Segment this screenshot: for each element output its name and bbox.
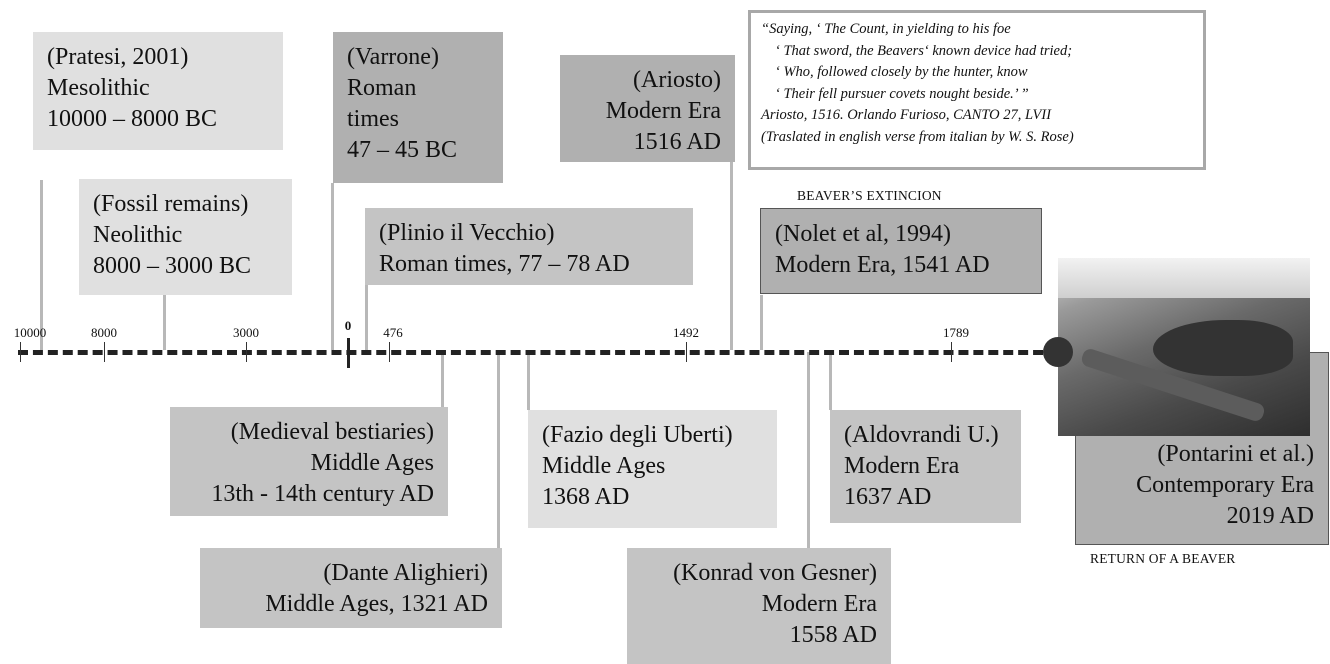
- connector-fazio: [527, 352, 530, 410]
- event-source: (Ariosto): [633, 67, 721, 93]
- connector-dante: [497, 352, 500, 548]
- connector-aldovrandi: [829, 352, 832, 410]
- event-date: 8000 – 3000 BC: [93, 253, 252, 279]
- event-aldovrandi: (Aldovrandi U.) Modern Era 1637 AD: [830, 410, 1021, 523]
- event-era: Modern Era: [605, 98, 721, 124]
- event-fazio: (Fazio degli Uberti) Middle Ages 1368 AD: [528, 410, 777, 528]
- tick-label-476: 476: [383, 325, 403, 340]
- event-source: (Konrad von Gesner): [673, 560, 877, 586]
- event-date: 10000 – 8000 BC: [47, 106, 218, 132]
- connector-nolet: [760, 295, 763, 350]
- tick-mark-10000: [20, 342, 21, 362]
- caption-beaver-extinction: BEAVER’S EXTINCION: [797, 188, 942, 203]
- event-era: Middle Ages: [310, 450, 434, 476]
- event-date: 1516 AD: [633, 129, 721, 155]
- event-source: (Aldovrandi U.): [844, 422, 999, 448]
- event-date: 1368 AD: [542, 484, 630, 510]
- event-era-date: Roman times, 77 – 78 AD: [379, 251, 630, 277]
- event-source: (Fazio degli Uberti): [542, 422, 733, 448]
- event-era: Contemporary Era: [1136, 472, 1314, 498]
- timeline-end-dot: [1043, 337, 1073, 367]
- event-fossil: (Fossil remains) Neolithic 8000 – 3000 B…: [79, 179, 292, 295]
- event-source: (Fossil remains): [93, 191, 249, 217]
- event-era-date: Middle Ages, 1321 AD: [265, 591, 488, 617]
- event-varrone: (Varrone) Roman times 47 – 45 BC: [333, 32, 503, 183]
- tick-mark-1492: [686, 342, 687, 362]
- event-date: 47 – 45 BC: [347, 137, 458, 163]
- event-era-date: Modern Era, 1541 AD: [775, 252, 990, 278]
- ariosto-quote-box: “Saying, ‘ The Count, in yielding to his…: [748, 10, 1206, 170]
- event-era: Mesolithic: [47, 75, 150, 101]
- event-pratesi: (Pratesi, 2001) Mesolithic 10000 – 8000 …: [33, 32, 283, 150]
- event-source: (Varrone): [347, 44, 439, 70]
- connector-ariosto: [730, 162, 733, 350]
- event-era-line1: Roman: [347, 75, 417, 101]
- connector-gesner: [807, 352, 810, 548]
- event-era: Modern Era: [844, 453, 960, 479]
- tick-label-0: 0: [344, 318, 352, 333]
- tick-label-3000: 3000: [233, 325, 259, 340]
- event-plinio: (Plinio il Vecchio) Roman times, 77 – 78…: [365, 208, 693, 285]
- event-medieval: (Medieval bestiaries) Middle Ages 13th -…: [170, 407, 448, 516]
- event-source: (Pontarini et al.): [1157, 441, 1314, 467]
- event-dante: (Dante Alighieri) Middle Ages, 1321 AD: [200, 548, 502, 628]
- event-source: (Medieval bestiaries): [230, 419, 434, 445]
- photo-beaver: [1153, 320, 1293, 376]
- event-ariosto: (Ariosto) Modern Era 1516 AD: [560, 55, 735, 162]
- timeline-axis: [18, 350, 1058, 355]
- tick-mark-3000: [246, 342, 247, 362]
- quote-translation-note: (Traslated in english verse from italian…: [761, 128, 1074, 145]
- event-era: Middle Ages: [542, 453, 666, 479]
- tick-mark-1789: [951, 342, 952, 362]
- connector-varrone: [331, 183, 334, 350]
- quote-citation: Ariosto, 1516. Orlando Furioso, CANTO 27…: [761, 107, 1052, 123]
- tick-mark-476: [389, 342, 390, 362]
- zero-tick-mark: [347, 338, 350, 368]
- event-source: (Plinio il Vecchio): [379, 220, 555, 246]
- photo-snow-area: [1058, 258, 1310, 298]
- connector-plinio: [365, 285, 368, 350]
- event-date: 2019 AD: [1226, 503, 1314, 529]
- connector-medieval: [441, 352, 444, 410]
- event-nolet: (Nolet et al, 1994) Modern Era, 1541 AD: [760, 208, 1042, 294]
- connector-pratesi: [40, 180, 43, 350]
- tick-label-8000: 8000: [91, 325, 117, 340]
- caption-return-of-beaver: RETURN OF A BEAVER: [1090, 551, 1236, 566]
- tick-label-10000: 10000: [13, 325, 47, 340]
- quote-line: “Saying, ‘ The Count, in yielding to his…: [761, 21, 1011, 37]
- event-era: Modern Era: [761, 591, 877, 617]
- tick-label-1492: 1492: [673, 325, 699, 340]
- tick-mark-8000: [104, 342, 105, 362]
- beaver-photo: [1058, 258, 1310, 436]
- event-source: (Pratesi, 2001): [47, 44, 189, 70]
- event-date: 1558 AD: [789, 622, 877, 648]
- event-gesner: (Konrad von Gesner) Modern Era 1558 AD: [627, 548, 891, 664]
- quote-line: ‘ Their fell pursuer covets nought besid…: [775, 85, 1029, 102]
- event-date: 13th - 14th century AD: [211, 481, 434, 507]
- event-source: (Dante Alighieri): [323, 560, 488, 586]
- quote-line: ‘ That sword, the Beavers‘ known device …: [775, 42, 1073, 59]
- connector-fossil: [163, 295, 166, 350]
- event-era-line2: times: [347, 106, 399, 132]
- event-era: Neolithic: [93, 222, 183, 248]
- quote-line: ‘ Who, followed closely by the hunter, k…: [775, 64, 1028, 80]
- event-source: (Nolet et al, 1994): [775, 221, 951, 247]
- tick-label-1789: 1789: [943, 325, 969, 340]
- event-date: 1637 AD: [844, 484, 932, 510]
